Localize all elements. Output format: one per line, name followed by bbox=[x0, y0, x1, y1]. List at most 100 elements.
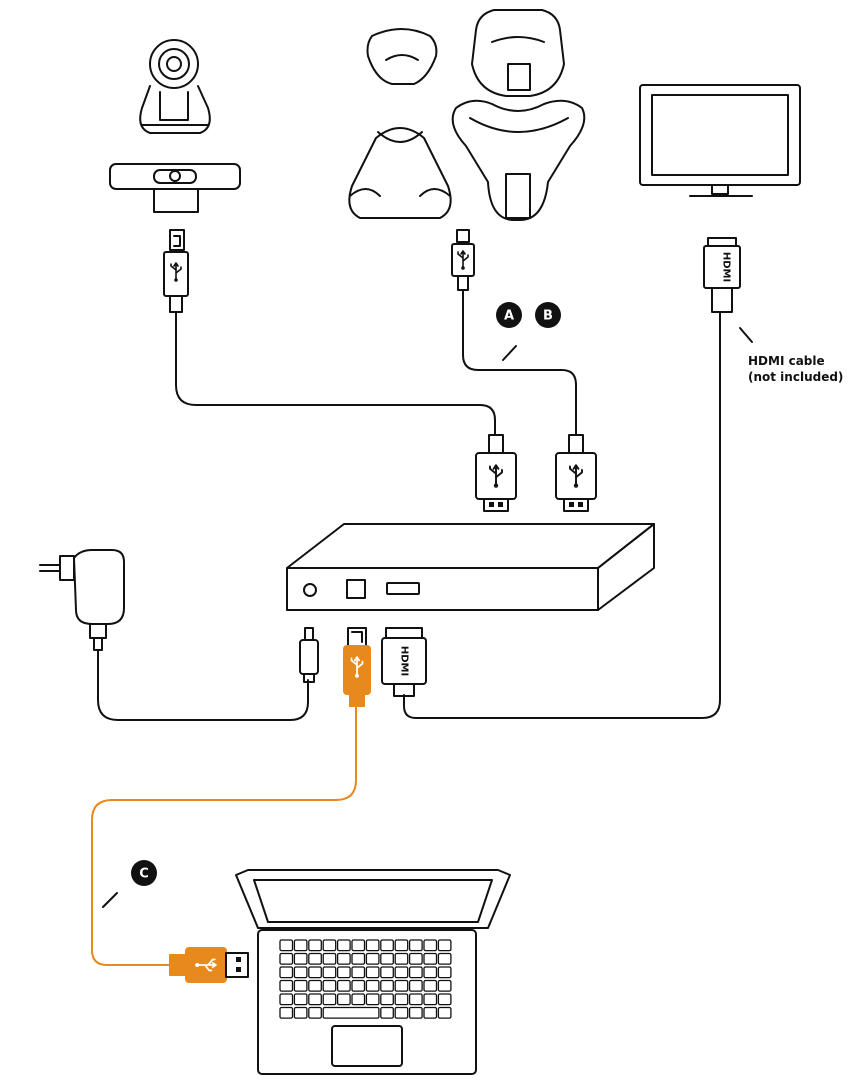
keyboard-key bbox=[308, 1006, 322, 1019]
keyboard-key bbox=[322, 979, 337, 992]
keyboard-key bbox=[365, 979, 380, 992]
display-monitor-icon bbox=[639, 84, 801, 197]
keyboard-key bbox=[394, 939, 409, 952]
badge-a: A bbox=[496, 302, 522, 328]
keyboard-key bbox=[423, 952, 438, 965]
keyboard-key bbox=[423, 939, 438, 952]
power-cable bbox=[97, 649, 309, 721]
speakerphone-usb-a-plug bbox=[555, 434, 597, 512]
keyboard-key bbox=[322, 1006, 380, 1019]
laptop-keyboard bbox=[279, 939, 452, 1019]
keyboard-key bbox=[408, 939, 423, 952]
speakerphone-usb-cable bbox=[462, 289, 577, 436]
keyboard-key bbox=[437, 952, 452, 965]
laptop-usb-a-plug bbox=[169, 947, 249, 983]
laptop-icon bbox=[235, 869, 511, 1075]
keyboard-key bbox=[365, 993, 380, 1006]
keyboard-key bbox=[394, 979, 409, 992]
badge-c: C bbox=[131, 860, 157, 886]
hdmi-plug-hub: HDMI bbox=[381, 627, 427, 697]
hdmi-plug-monitor: HDMI bbox=[703, 237, 741, 313]
keyboard-key bbox=[336, 993, 351, 1006]
hdmi-cable-label: HDMI cable bbox=[748, 354, 825, 368]
keyboard-key bbox=[423, 966, 438, 979]
keyboard-key bbox=[293, 966, 308, 979]
keyboard-key bbox=[293, 979, 308, 992]
svg-text:A: A bbox=[504, 309, 514, 324]
keyboard-key bbox=[380, 966, 394, 979]
keyboard-key bbox=[279, 1006, 294, 1019]
keyboard-key bbox=[308, 939, 322, 952]
hdmi-cable bbox=[403, 311, 721, 719]
keyboard-key bbox=[322, 939, 337, 952]
webcam-bar-icon bbox=[109, 163, 241, 213]
hub-box-icon bbox=[286, 523, 655, 611]
hdmi-top-label: HDMI bbox=[721, 252, 732, 282]
laptop-usb-b-plug bbox=[343, 627, 371, 707]
laptop-usb-cable bbox=[91, 704, 357, 966]
camera-usb-cable bbox=[175, 311, 496, 436]
keyboard-key bbox=[279, 952, 294, 965]
keyboard-key bbox=[437, 939, 452, 952]
keyboard-key bbox=[423, 993, 438, 1006]
keyboard-key bbox=[279, 966, 294, 979]
keyboard-key bbox=[293, 1006, 308, 1019]
keyboard-key bbox=[308, 952, 322, 965]
keyboard-key bbox=[308, 993, 322, 1006]
keyboard-key bbox=[336, 979, 351, 992]
badge-b: B bbox=[535, 302, 561, 328]
ab-callout-line bbox=[502, 345, 517, 361]
keyboard-key bbox=[336, 939, 351, 952]
keyboard-key bbox=[408, 952, 423, 965]
keyboard-key bbox=[394, 1006, 409, 1019]
speakerphone-micro-usb-plug bbox=[451, 229, 475, 291]
keyboard-key bbox=[336, 952, 351, 965]
keyboard-key bbox=[394, 993, 409, 1006]
keyboard-key bbox=[308, 966, 322, 979]
hdmi-cable-sublabel: (not included) bbox=[748, 370, 843, 384]
svg-text:B: B bbox=[543, 309, 553, 324]
keyboard-key bbox=[308, 979, 322, 992]
camera-micro-usb-plug bbox=[163, 229, 189, 313]
keyboard-key bbox=[380, 993, 394, 1006]
keyboard-key bbox=[336, 966, 351, 979]
keyboard-key bbox=[322, 952, 337, 965]
keyboard-key bbox=[423, 1006, 438, 1019]
ptz-camera-icon bbox=[139, 39, 211, 134]
keyboard-key bbox=[279, 993, 294, 1006]
keyboard-key bbox=[437, 993, 452, 1006]
keyboard-key bbox=[322, 966, 337, 979]
keyboard-key bbox=[437, 966, 452, 979]
keyboard-key bbox=[437, 1006, 452, 1019]
camera-usb-a-plug bbox=[475, 434, 517, 512]
keyboard-key bbox=[293, 993, 308, 1006]
keyboard-key bbox=[351, 952, 366, 965]
keyboard-key bbox=[351, 979, 366, 992]
keyboard-key bbox=[365, 939, 380, 952]
keyboard-key bbox=[293, 952, 308, 965]
keyboard-key bbox=[380, 979, 394, 992]
keyboard-key bbox=[365, 952, 380, 965]
keyboard-key bbox=[322, 993, 337, 1006]
keyboard-key bbox=[380, 939, 394, 952]
hdmi-bottom-label: HDMI bbox=[399, 646, 410, 676]
speakerphone-group-icon bbox=[348, 9, 586, 221]
c-callout-line bbox=[102, 892, 118, 908]
keyboard-key bbox=[351, 966, 366, 979]
keyboard-key bbox=[408, 1006, 423, 1019]
keyboard-key bbox=[351, 993, 366, 1006]
keyboard-key bbox=[365, 966, 380, 979]
keyboard-key bbox=[437, 979, 452, 992]
keyboard-key bbox=[380, 952, 394, 965]
keyboard-key bbox=[351, 939, 366, 952]
hdmi-callout-line bbox=[739, 327, 753, 343]
keyboard-key bbox=[408, 979, 423, 992]
keyboard-key bbox=[293, 939, 308, 952]
keyboard-key bbox=[408, 966, 423, 979]
keyboard-key bbox=[408, 993, 423, 1006]
power-barrel-plug bbox=[299, 627, 319, 683]
keyboard-key bbox=[279, 979, 294, 992]
keyboard-key bbox=[423, 979, 438, 992]
power-adapter-icon bbox=[39, 549, 125, 651]
